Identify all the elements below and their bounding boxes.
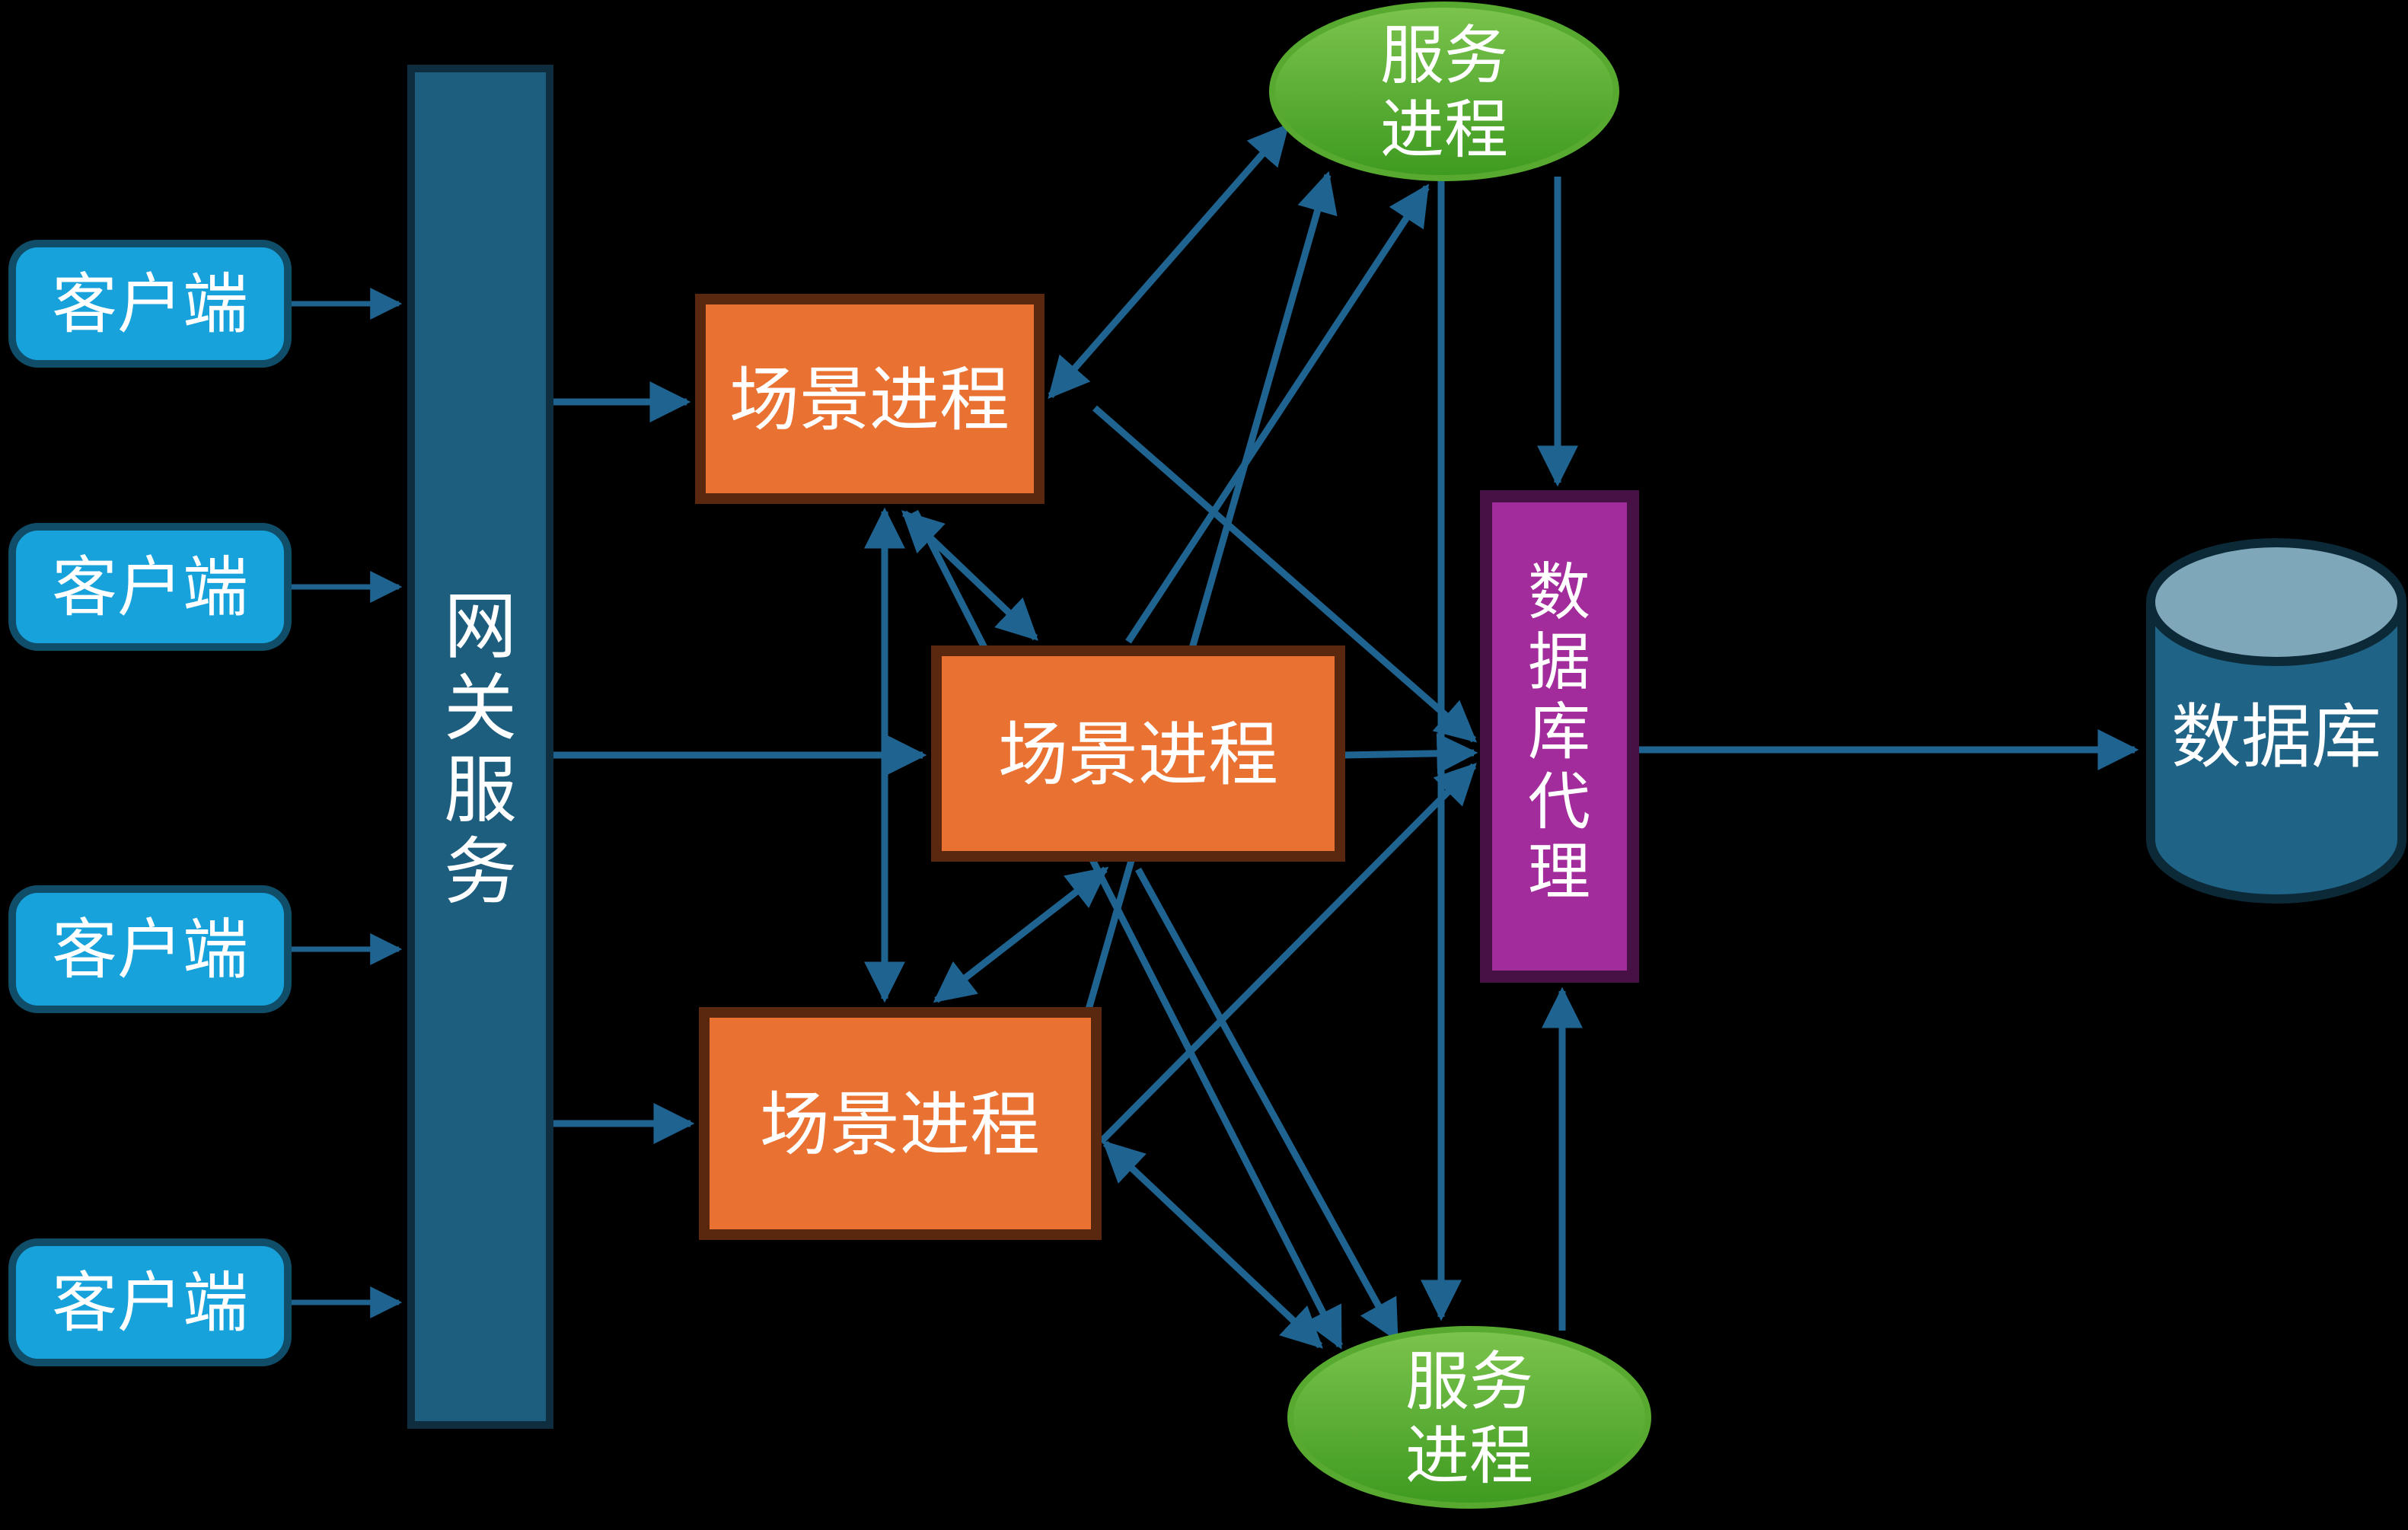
client-node-4: 客户端 — [8, 1238, 292, 1366]
scene-process-node-2: 场景进程 — [931, 645, 1345, 862]
scene-process-box — [695, 294, 1045, 504]
edge-scene3-servicetop — [1085, 171, 1338, 1011]
edge-scene2-dbproxy — [1341, 732, 1478, 774]
client-label: 客户端 — [52, 266, 248, 343]
service-process-node-top: 服务进程 — [1269, 2, 1619, 181]
gateway-label: 网关服务 — [444, 584, 517, 915]
client-node-1: 客户端 — [8, 240, 292, 368]
client-box — [8, 885, 292, 1013]
scene-process-label: 场景进程 — [760, 1084, 1040, 1165]
gateway-bar — [407, 65, 553, 1429]
scene-process-node-1: 场景进程 — [695, 294, 1045, 504]
service-process-ellipse — [1269, 2, 1619, 181]
service-process-label: 服务进程 — [1380, 18, 1508, 167]
edge-scene3-servicebottom — [1102, 1140, 1323, 1349]
client-node-3: 客户端 — [8, 885, 292, 1013]
db-proxy-box — [1480, 490, 1639, 983]
client-box — [8, 523, 292, 651]
gateway-node: 网关服务 — [407, 65, 553, 1429]
service-process-ellipse — [1287, 1326, 1651, 1509]
db-proxy-label: 数据库代理 — [1528, 556, 1590, 908]
edge-scene2-scene3 — [933, 866, 1109, 1003]
scene-process-box — [699, 1007, 1102, 1240]
database-node: 数据库 — [2146, 538, 2406, 904]
scene-process-label: 场景进程 — [729, 359, 1009, 441]
client-node-2: 客户端 — [8, 523, 292, 651]
db-proxy-node: 数据库代理 — [1480, 490, 1639, 983]
client-box — [8, 240, 292, 368]
service-process-node-bottom: 服务进程 — [1287, 1326, 1651, 1509]
service-process-label: 服务进程 — [1405, 1344, 1533, 1493]
database-label: 数据库 — [2171, 696, 2381, 778]
client-label: 客户端 — [52, 1265, 248, 1341]
edges-layer — [289, 123, 2139, 1350]
scene-process-node-3: 场景进程 — [699, 1007, 1102, 1240]
edge-scene2-servicebottom — [1135, 867, 1399, 1342]
database-cylinder-top — [2146, 538, 2406, 666]
edge-scene2-servicetop — [1125, 183, 1430, 644]
edge-scene3-dbproxy — [1098, 763, 1477, 1145]
client-label: 客户端 — [52, 912, 248, 988]
edge-scene1-dbproxy — [1092, 405, 1478, 743]
client-box — [8, 1238, 292, 1366]
scene-process-box — [931, 645, 1345, 862]
edge-scene1-servicetop — [1048, 123, 1290, 400]
database-cylinder-body — [2146, 602, 2406, 904]
scene-process-label: 场景进程 — [998, 714, 1278, 795]
client-label: 客户端 — [52, 550, 248, 626]
